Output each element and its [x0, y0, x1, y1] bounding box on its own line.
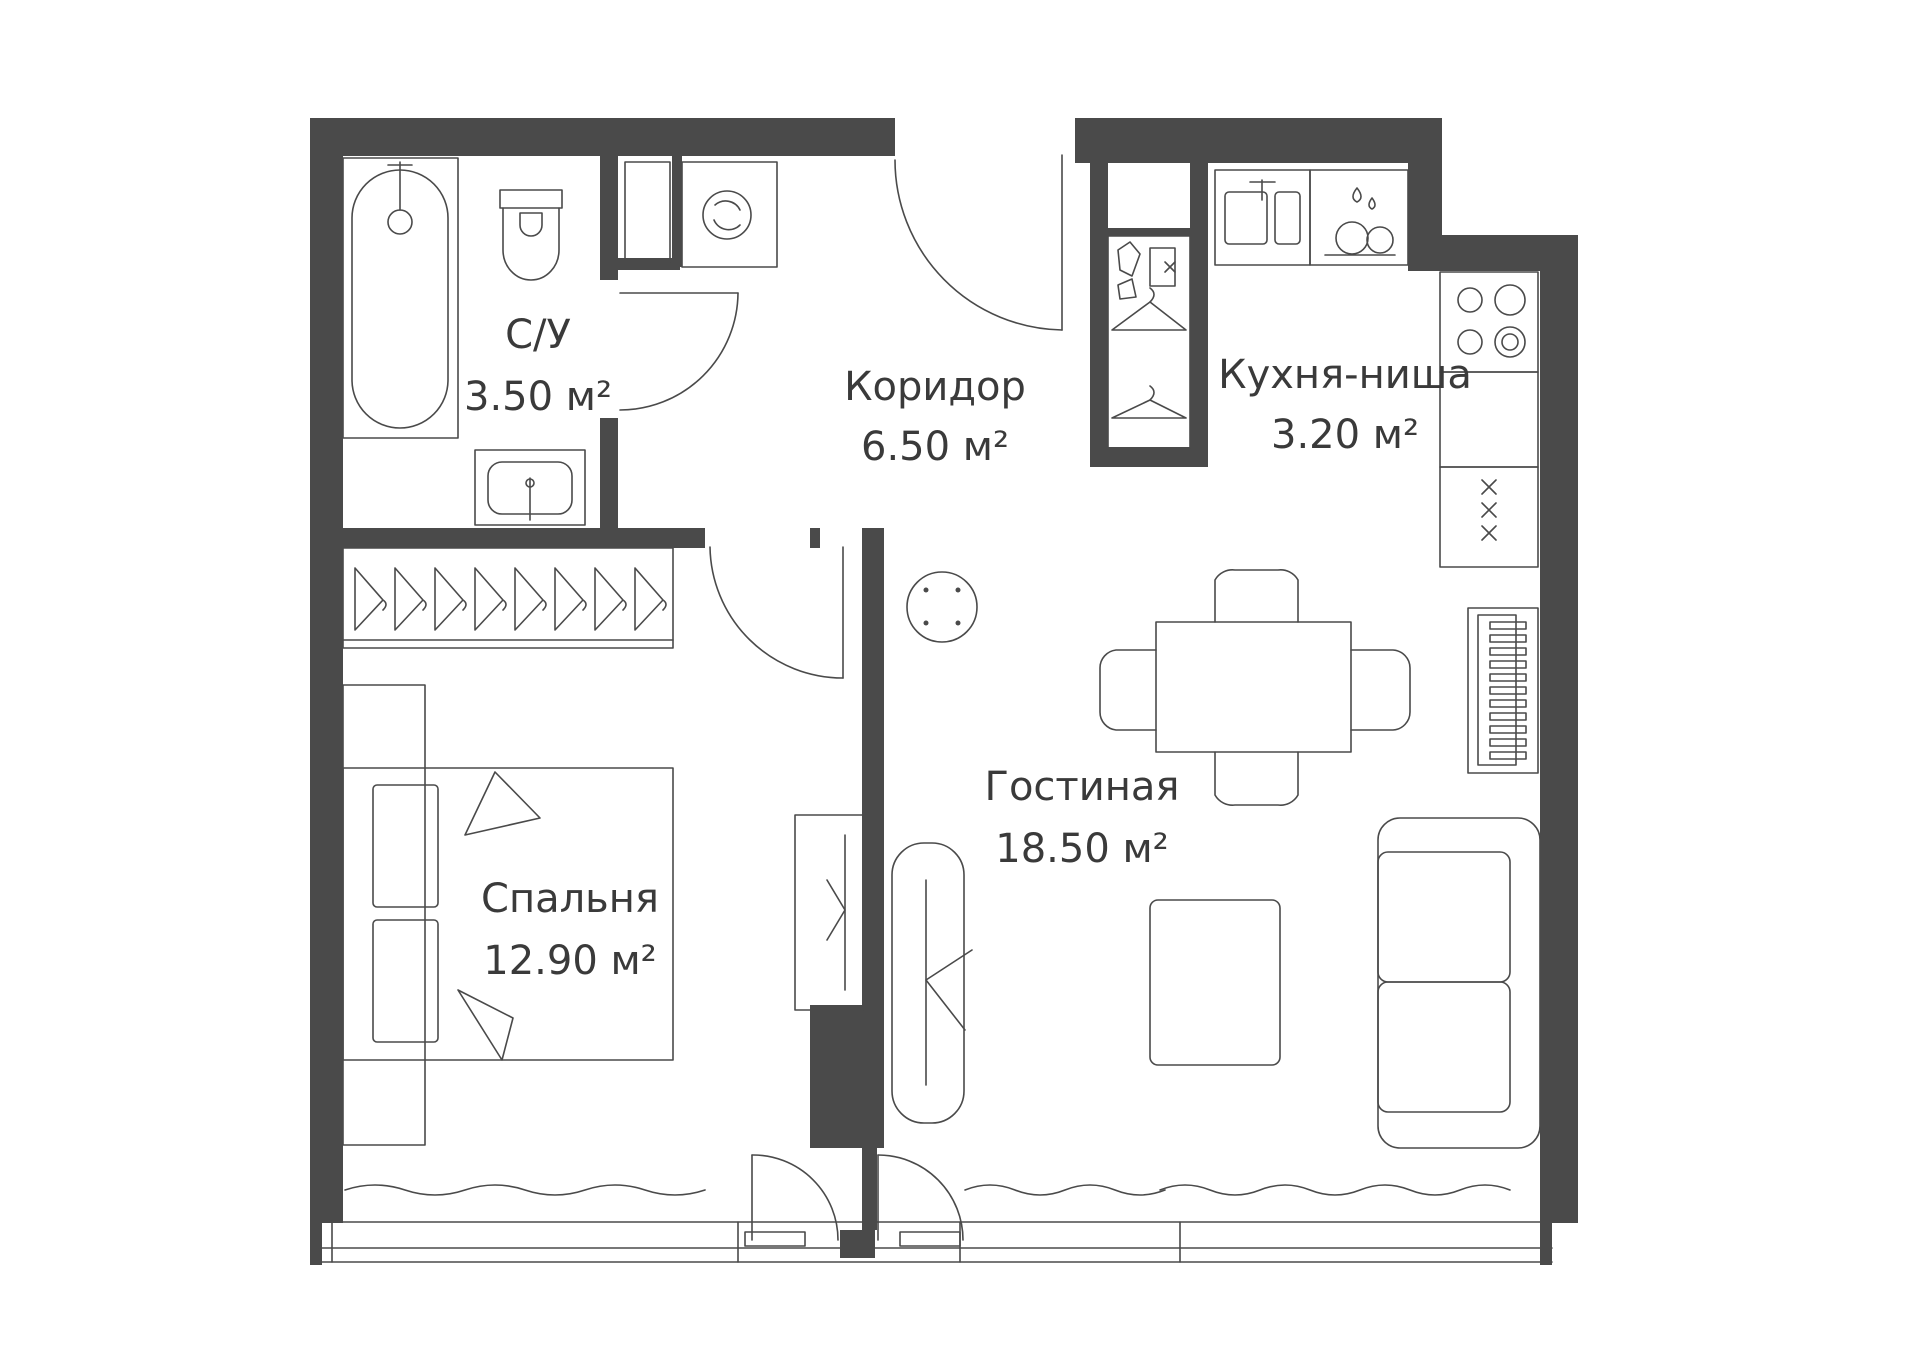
room-area: 12.90 м²	[483, 938, 656, 984]
hanger-icon	[594, 567, 627, 631]
bed-icon	[342, 684, 674, 1146]
hanger-icon	[474, 567, 507, 631]
kitchen-sink-icon	[1214, 169, 1311, 266]
table-icon	[906, 571, 978, 643]
radiator-icon	[1467, 607, 1539, 774]
toilet-icon	[499, 189, 563, 281]
bathtub-icon	[342, 157, 459, 439]
room-label-corridor: Коридор 6.50 м²	[844, 364, 1026, 470]
hanger-icon	[514, 567, 547, 631]
room-area: 3.50 м²	[464, 374, 612, 420]
hanger-icon	[634, 567, 667, 631]
curtain-icon	[344, 1184, 1511, 1196]
room-area: 6.50 м²	[861, 424, 1009, 470]
room-label-bedroom: Спальня 12.90 м²	[481, 876, 659, 984]
room-label-living: Гостиная 18.50 м²	[985, 764, 1180, 872]
room-name: Гостиная	[985, 764, 1180, 810]
radiator-fin	[1489, 686, 1527, 695]
sofa-icon	[891, 842, 973, 1124]
hanger-icon	[394, 567, 427, 631]
room-area: 3.20 м²	[1271, 412, 1419, 458]
hanger-icon	[354, 567, 387, 631]
room-name: Спальня	[481, 876, 659, 922]
window-icon	[321, 1221, 1553, 1263]
room-name: С/У	[505, 312, 571, 358]
radiator-fin	[1489, 751, 1527, 760]
sofa-icon	[794, 814, 864, 1011]
dishwasher-icon	[1309, 169, 1409, 266]
hanger-icon	[554, 567, 587, 631]
table-icon	[1155, 621, 1352, 753]
cooktop-icon	[1439, 271, 1539, 568]
washing-machine-icon	[681, 161, 778, 268]
radiator-fin	[1489, 647, 1527, 656]
hanger-icon	[342, 547, 674, 649]
room-label-kitchen: Кухня-ниша 3.20 м²	[1218, 352, 1472, 458]
hanger-icon	[1107, 235, 1191, 449]
door-icon	[619, 154, 1063, 1241]
radiator-fin	[1489, 738, 1527, 747]
radiator-fin	[1489, 634, 1527, 643]
radiator-icon	[1489, 621, 1527, 760]
hanger-icon	[434, 567, 467, 631]
radiator-fin	[1489, 699, 1527, 708]
chair-icon	[1099, 569, 1411, 806]
room-area: 18.50 м²	[995, 826, 1168, 872]
sink-icon	[474, 449, 586, 526]
room-name: Кухня-ниша	[1218, 352, 1472, 398]
sofa-icon	[1377, 817, 1541, 1149]
radiator-fin	[1489, 712, 1527, 721]
table-icon	[1149, 899, 1281, 1066]
radiator-fin	[1489, 673, 1527, 682]
radiator-fin	[1489, 725, 1527, 734]
hanger-icon	[354, 567, 667, 631]
radiator-fin	[1489, 660, 1527, 669]
room-label-bathroom: С/У 3.50 м²	[464, 312, 612, 420]
walls	[310, 118, 1578, 1265]
radiator-fin	[1489, 621, 1527, 630]
room-name: Коридор	[844, 364, 1026, 410]
